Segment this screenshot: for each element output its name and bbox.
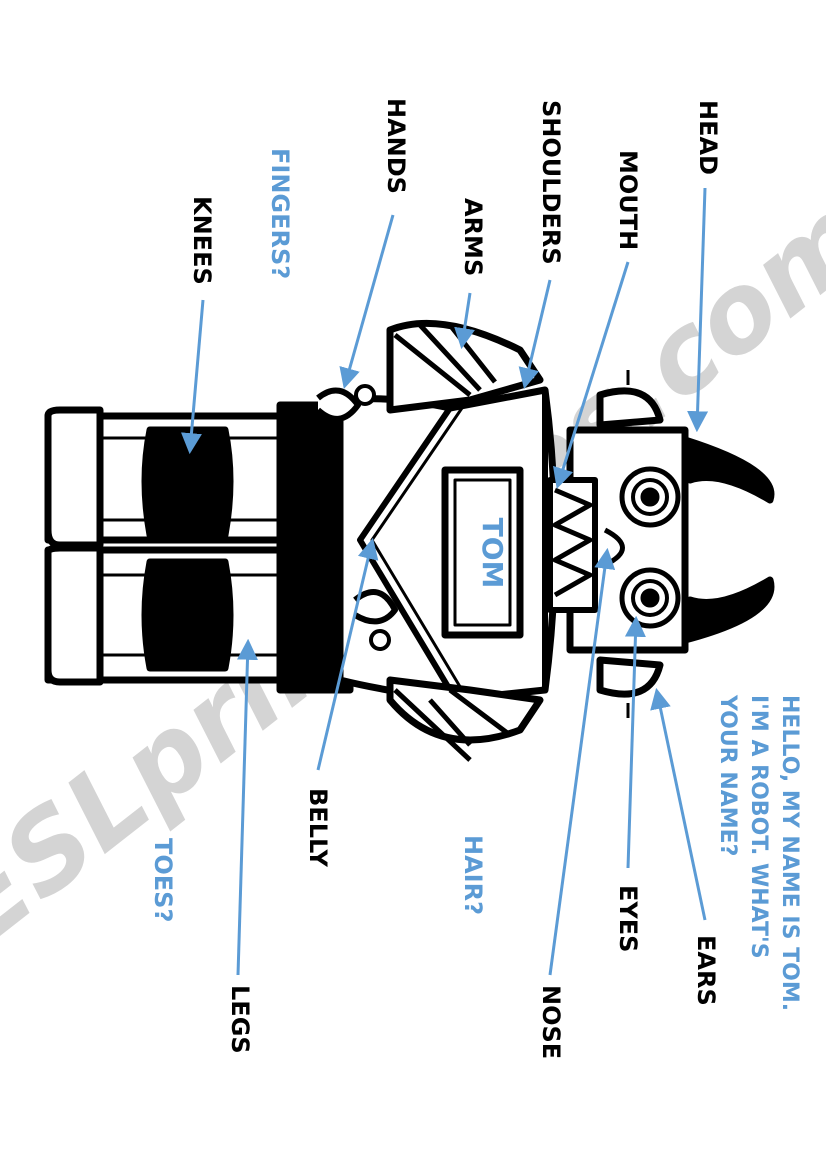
speech-line-1: HELLO, MY NAME IS TOM. [777, 695, 802, 1011]
arrow-shoulders [525, 280, 550, 385]
label-arms: ARMS [459, 198, 487, 276]
label-eyes: EYES [614, 885, 642, 952]
robot-name-tag: TOM [476, 518, 509, 589]
label-nose: NOSE [537, 985, 565, 1059]
label-belly: BELLY [304, 788, 332, 868]
arrow-hands [345, 215, 393, 385]
label-shoulders: SHOULDERS [537, 100, 565, 265]
label-toes: TOES? [149, 838, 177, 922]
speech-line-3: YOUR NAME? [715, 694, 740, 856]
label-hair: HAIR? [459, 835, 487, 915]
arrow-eyes [628, 620, 636, 868]
arrow-ears [657, 692, 705, 920]
label-fingers: FINGERS? [266, 148, 294, 279]
label-legs: LEGS [226, 985, 254, 1054]
label-knees: KNEES [188, 196, 216, 285]
label-hands: HANDS [382, 98, 410, 194]
speech-text: HELLO, MY NAME IS TOM. I'M A ROBOT. WHAT… [715, 694, 802, 1011]
label-ears: EARS [692, 935, 720, 1006]
label-head: HEAD [694, 100, 722, 175]
label-mouth: MOUTH [614, 150, 642, 250]
speech-line-2: I'M A ROBOT. WHAT'S [746, 695, 771, 959]
robot-legs [48, 410, 300, 682]
